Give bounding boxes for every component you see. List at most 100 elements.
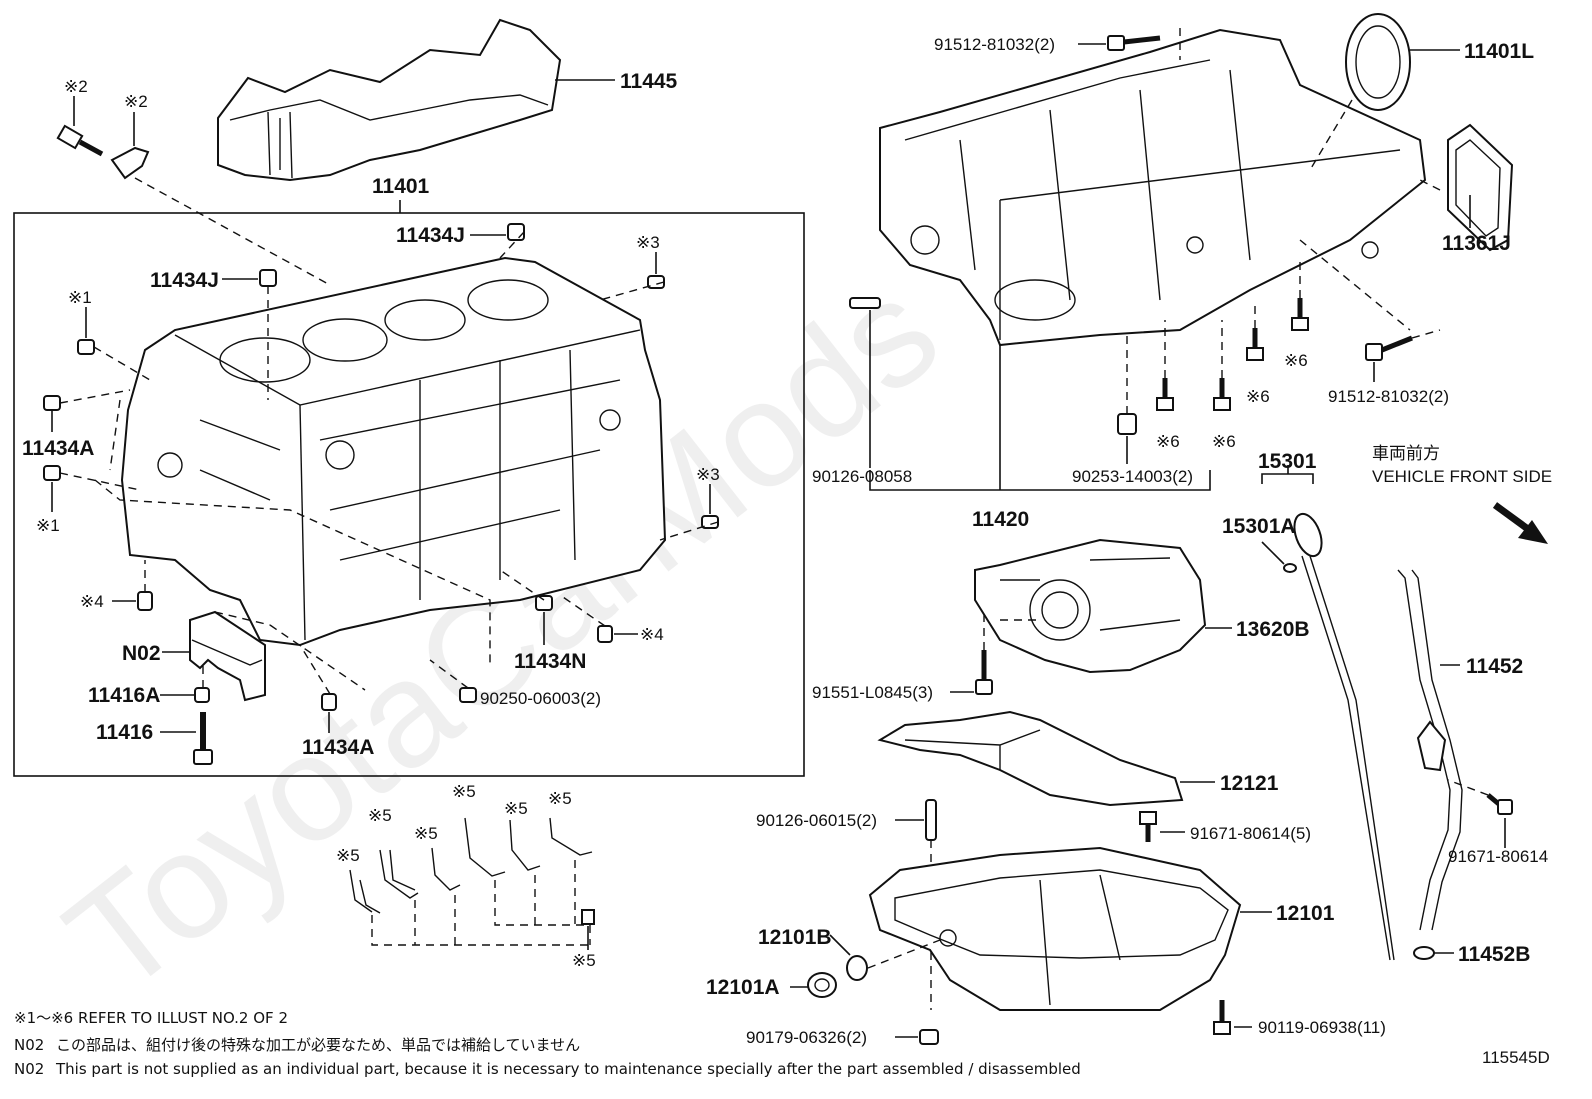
label-11416A: 11416A <box>88 684 160 707</box>
ref2-bolt[interactable] <box>56 124 104 157</box>
pin-ref4-a[interactable] <box>137 591 153 611</box>
bolt-ref6-a[interactable] <box>1291 298 1309 331</box>
label-11401: 11401 <box>372 175 430 198</box>
bolt-90119[interactable] <box>1213 1000 1231 1035</box>
ref-mark-5g: ※5 <box>572 951 596 970</box>
label-12101B: 12101B <box>758 926 832 949</box>
label-11434A-a: 11434A <box>22 437 94 460</box>
dowel-11416A[interactable] <box>194 687 210 703</box>
ref-mark-6b: ※6 <box>1246 387 1270 406</box>
label-11434N: 11434N <box>514 650 586 673</box>
label-11445: 11445 <box>620 70 678 93</box>
ring-11452B[interactable] <box>1413 946 1435 960</box>
label-11401L: 11401L <box>1464 40 1534 63</box>
label-11361J: 11361J <box>1442 232 1511 255</box>
label-15301: 15301 <box>1258 450 1317 473</box>
stud-90126-08058[interactable] <box>849 297 881 309</box>
pin-11434N[interactable] <box>535 595 553 611</box>
bolt-ref6-c[interactable] <box>1156 378 1174 411</box>
label-90126-08058: 90126-08058 <box>812 467 912 486</box>
note-n02-jp-code: N02 <box>14 1036 44 1054</box>
pin-ref1-b[interactable] <box>43 465 61 481</box>
ref2-clip[interactable] <box>110 146 150 180</box>
bolt-ref6-b[interactable] <box>1246 328 1264 361</box>
ref-mark-5d: ※5 <box>452 782 476 801</box>
bolt-11416[interactable] <box>193 712 213 765</box>
oil-seal-11401L[interactable] <box>1345 13 1411 111</box>
label-11434A-b: 11434A <box>302 736 374 759</box>
ref-mark-3b: ※3 <box>696 465 720 484</box>
label-12121: 12121 <box>1220 772 1279 795</box>
ref-mark-2a: ※2 <box>64 77 88 96</box>
direction-jp: 車両前方 <box>1372 444 1440 463</box>
bearing-cap-N02[interactable] <box>189 610 266 702</box>
oil-pump-13620B[interactable] <box>974 538 1207 674</box>
diagram-id: 115545D <box>1482 1048 1550 1067</box>
ref-mark-4b: ※4 <box>640 625 664 644</box>
note-n02-en: This part is not supplied as an individu… <box>55 1060 1081 1078</box>
label-N02: N02 <box>122 642 161 665</box>
bolt-91671-b[interactable] <box>1486 793 1513 815</box>
label-90250: 90250-06003(2) <box>480 689 601 708</box>
bolt-91512-b[interactable] <box>1365 335 1413 361</box>
pin-90253[interactable] <box>1117 413 1137 435</box>
oil-jet-set-ref5[interactable] <box>349 817 595 925</box>
dipstick-guide-11452[interactable] <box>1397 569 1463 931</box>
pin-90250[interactable] <box>459 687 477 703</box>
drain-plug-12101A[interactable] <box>807 972 837 998</box>
label-91671-a: 91671-80614(5) <box>1190 824 1311 843</box>
ref-mark-4a: ※4 <box>80 592 104 611</box>
pin-11434J-a[interactable] <box>507 223 525 241</box>
ref-mark-2b: ※2 <box>124 92 148 111</box>
label-11434J-b: 11434J <box>150 269 219 292</box>
cover-11361J[interactable] <box>1447 123 1514 252</box>
note-n02-jp: この部品は、組付け後の特殊な加工が必要なため、単品では補給していません <box>56 1036 580 1054</box>
pin-ref1-a[interactable] <box>77 339 95 355</box>
stud-90126-06015[interactable] <box>925 799 937 841</box>
dipstick-15301[interactable] <box>1289 510 1395 961</box>
ref-mark-5f: ※5 <box>548 789 572 808</box>
bolt-91512-a[interactable] <box>1107 35 1161 51</box>
bolt-91671-a[interactable] <box>1139 811 1157 842</box>
label-90119: 90119-06938(11) <box>1258 1018 1386 1037</box>
label-11420: 11420 <box>972 508 1029 531</box>
nut-90179[interactable] <box>919 1029 939 1045</box>
gasket-12101B[interactable] <box>846 955 868 981</box>
direction-arrow-icon <box>1492 502 1548 544</box>
note-n02-en-code: N02 <box>14 1060 44 1078</box>
label-90253: 90253-14003(2) <box>1072 467 1193 486</box>
direction-en: VEHICLE FRONT SIDE <box>1372 467 1552 486</box>
ref-mark-5b: ※5 <box>368 806 392 825</box>
oil-pan-12101[interactable] <box>868 846 1242 1011</box>
label-90179: 90179-06326(2) <box>746 1028 867 1047</box>
part-11445-insulator[interactable] <box>217 18 562 182</box>
label-90126-06015: 90126-06015(2) <box>756 811 877 830</box>
pin-11434A-b[interactable] <box>321 693 337 711</box>
oil-pan-upper-11420[interactable] <box>879 28 1427 347</box>
block-group-frame <box>13 212 805 777</box>
note-refer: ※1～※6 REFER TO ILLUST NO.2 OF 2 <box>14 1009 288 1027</box>
pin-ref4-b[interactable] <box>597 625 613 643</box>
label-91551: 91551-L0845(3) <box>812 683 933 702</box>
label-11452B: 11452B <box>1458 943 1530 966</box>
pin-11434J-b[interactable] <box>259 269 277 287</box>
ref-mark-3a: ※3 <box>636 233 660 252</box>
ref-mark-6a: ※6 <box>1284 351 1308 370</box>
ring-15301A[interactable] <box>1283 563 1297 573</box>
ref-mark-5a: ※5 <box>336 846 360 865</box>
bolt-91551[interactable] <box>975 650 993 695</box>
pin-11434A-a[interactable] <box>43 395 61 411</box>
label-15301A: 15301A <box>1222 515 1296 538</box>
label-11452: 11452 <box>1466 655 1523 678</box>
ref-mark-1a: ※1 <box>68 288 92 307</box>
label-12101: 12101 <box>1276 902 1335 925</box>
bolt-ref6-d[interactable] <box>1213 378 1231 411</box>
ref-mark-6d: ※6 <box>1212 432 1236 451</box>
ref-mark-5c: ※5 <box>414 824 438 843</box>
cylinder-block[interactable] <box>120 256 667 647</box>
label-91512-a: 91512-81032(2) <box>934 35 1055 54</box>
baffle-plate-12121[interactable] <box>877 710 1184 807</box>
ref-mark-5e: ※5 <box>504 799 528 818</box>
